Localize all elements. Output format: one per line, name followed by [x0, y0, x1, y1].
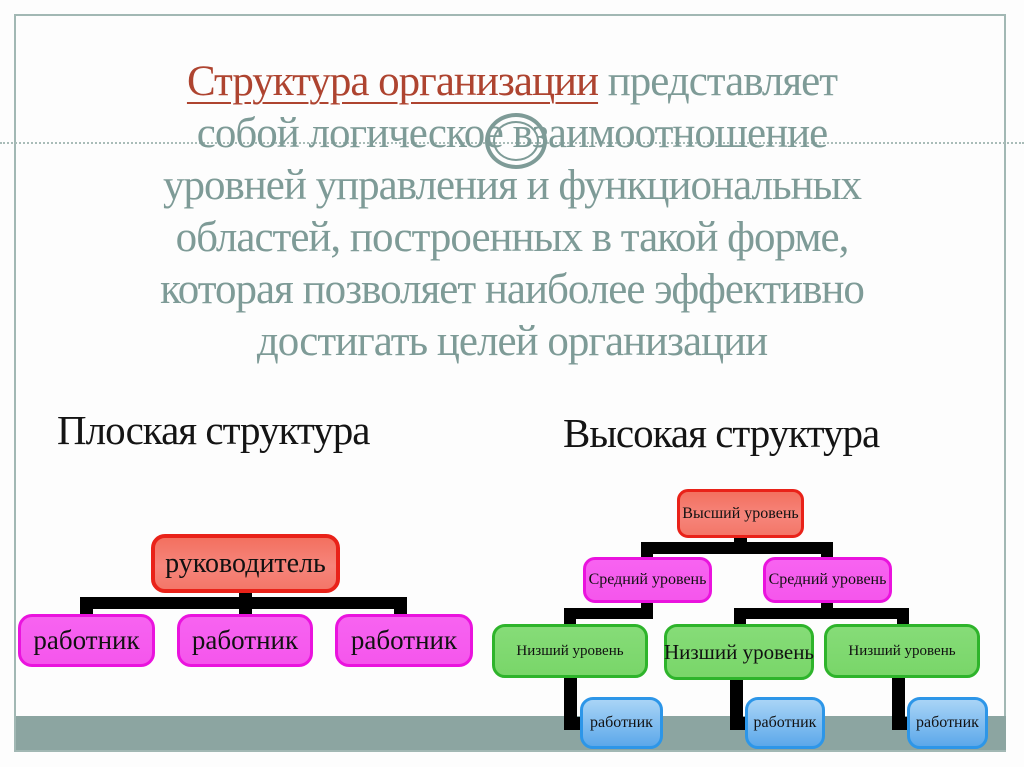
- tall-lower-box-3: Низший уровень: [824, 624, 980, 678]
- title-line-4: областей, построенных в такой форме,: [175, 214, 850, 261]
- footer-band: [16, 716, 1006, 750]
- tall-lower-box-2: Низший уровень: [664, 624, 814, 680]
- flat-worker-box-2: работник: [177, 614, 313, 667]
- tall-structure-heading: Высокая структура: [563, 410, 880, 456]
- title-line-1: Структура организации представляет: [0, 56, 1024, 108]
- tall-low2-stub: [734, 608, 746, 627]
- tall-low1-stub: [564, 608, 576, 627]
- title-line-5: которая позволяет наиболее эффективно: [160, 266, 865, 313]
- circle-ornament-inner: [493, 121, 539, 161]
- title-line-2: собой логическое взаимоотношение: [196, 110, 828, 157]
- circle-ornament-outer: [485, 113, 547, 169]
- title-line-1-rest: представляет: [598, 58, 838, 105]
- flat-left-stub-connector: [80, 597, 93, 617]
- tall-worker1-elbow-vertical: [564, 676, 577, 730]
- tall-level1-right-stub: [821, 542, 833, 560]
- tall-worker2-elbow-vertical: [730, 676, 743, 730]
- tall-level1-horizontal-connector: [641, 542, 833, 554]
- flat-worker-box-3: работник: [335, 614, 473, 667]
- tall-worker-box-3: работник: [907, 697, 988, 749]
- tall-level1-left-stub: [641, 542, 653, 560]
- title-highlight: Структура организации: [186, 58, 599, 105]
- flat-right-stub-connector: [394, 597, 407, 617]
- title-line-6: достигать целей организации: [256, 318, 768, 365]
- tall-worker3-elbow-vertical: [892, 676, 905, 730]
- tall-top-box: Высший уровень: [677, 489, 804, 538]
- title-line-3: уровней управления и функциональных: [162, 162, 862, 209]
- tall-mid2-horizontal-connector: [734, 608, 909, 619]
- tall-middle-box-2: Средний уровень: [763, 557, 892, 603]
- tall-low3-stub: [897, 608, 909, 627]
- tall-worker-box-2: работник: [745, 697, 825, 749]
- flat-horizontal-connector: [80, 597, 407, 609]
- flat-structure-heading: Плоская структура: [57, 407, 370, 453]
- flat-root-box: руководитель: [151, 534, 340, 593]
- flat-worker-box-1: работник: [18, 614, 155, 667]
- tall-worker-box-1: работник: [580, 697, 663, 749]
- slide-border-frame: [14, 14, 1006, 752]
- tall-mid1-horizontal-connector: [564, 608, 653, 619]
- tall-middle-box-1: Средний уровень: [583, 557, 712, 603]
- slide-title: Структура организации представляет собой…: [0, 56, 1024, 368]
- tall-lower-box-1: Низший уровень: [492, 624, 648, 678]
